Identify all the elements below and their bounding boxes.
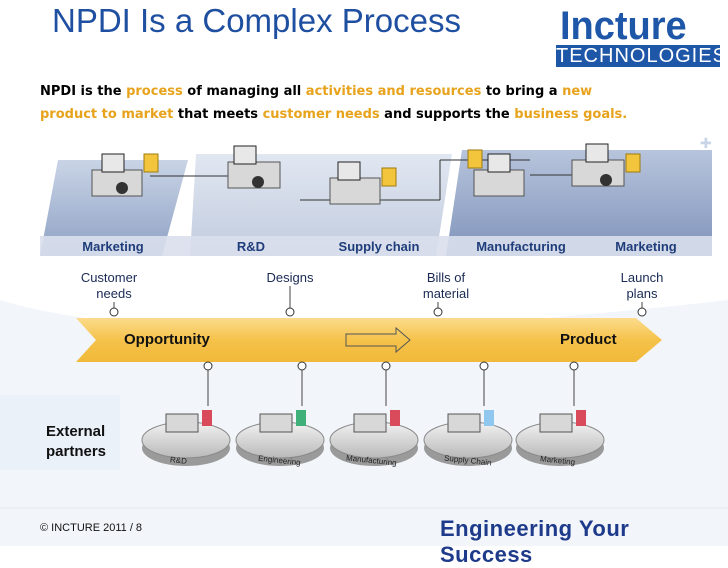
output-line: Launch (620, 270, 664, 285)
dept-supply-chain: Supply chain (338, 239, 420, 254)
intro-line-1: NPDI is the process of managing all acti… (40, 84, 700, 99)
intro-highlight: customer needs (262, 107, 380, 122)
intro-line-2: product to market that meets customer ne… (40, 107, 700, 122)
intro-highlight: business goals. (514, 107, 628, 122)
opportunity-product-banner (76, 318, 662, 362)
dept-rnd: R&D (236, 239, 266, 254)
intro-highlight: new (562, 84, 593, 99)
footer-copyright: © INCTURE 2011 / 8 (40, 522, 143, 534)
page-title: NPDI Is a Complex Process (52, 2, 461, 39)
banner-product: Product (560, 331, 617, 348)
npdi-diagram: ✚ (0, 136, 728, 546)
external-line: partners (46, 443, 107, 460)
intro-highlight: activities and resources (305, 84, 482, 99)
intro-highlight: product to market (40, 107, 174, 122)
svg-text:✚: ✚ (700, 136, 712, 152)
output-line: material (422, 286, 470, 301)
incture-logo: Incture (560, 4, 687, 48)
output-designs: Designs (250, 270, 330, 286)
output-customer-needs: Customer needs (64, 270, 154, 302)
intro-segment: of managing all (182, 84, 306, 99)
output-line: needs (96, 286, 132, 301)
external-partners-label: External partners (46, 422, 106, 462)
intro-segment: to bring a (481, 84, 563, 99)
panel-marketing (40, 160, 188, 256)
banner-opportunity: Opportunity (124, 331, 210, 348)
footer-tagline: Engineering Your Success (440, 516, 630, 567)
intro-segment: NPDI is the (40, 84, 127, 99)
technologies-logo-bar: TECHNOLOGIES (556, 45, 727, 67)
dept-manufacturing: Manufacturing (476, 239, 566, 254)
output-line: Bills of (426, 270, 466, 285)
partner-platforms (141, 410, 605, 466)
partner-label-rnd: R&D (169, 455, 188, 466)
output-line: Customer (80, 270, 138, 285)
intro-highlight: process (126, 84, 183, 99)
intro-segment: that meets (173, 107, 263, 122)
output-launch-plans: Launch plans (604, 270, 680, 302)
workstation-icons (91, 143, 641, 205)
intro-segment: and supports the (379, 107, 515, 122)
output-line: plans (626, 286, 658, 301)
dept-marketing-1: Marketing (82, 239, 144, 254)
output-line: Designs (266, 270, 314, 285)
external-line: External (46, 423, 106, 440)
arrow-icon (345, 326, 411, 354)
output-bills-of-material: Bills of material (408, 270, 484, 302)
dept-marketing-2: Marketing (615, 239, 677, 254)
